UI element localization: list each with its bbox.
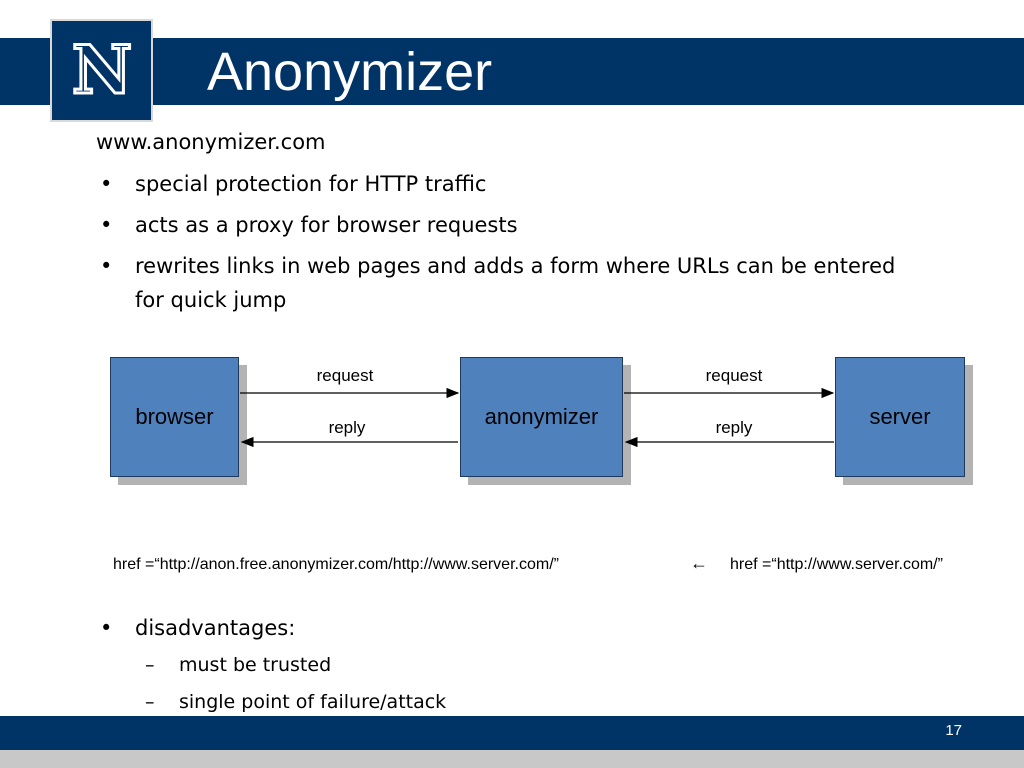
bullet-rewrites-links: rewrites links in web pages and adds a f… bbox=[135, 254, 896, 278]
sub-bullet-marker: – bbox=[145, 691, 155, 713]
bullet-marker: • bbox=[100, 616, 113, 640]
disadvantages-heading: disadvantages: bbox=[135, 616, 296, 640]
request-label-left: request bbox=[316, 366, 374, 385]
n-logo-icon: N bbox=[70, 37, 133, 105]
slide-title: Anonymizer bbox=[207, 42, 493, 102]
logo-letter: N bbox=[71, 37, 131, 105]
bullet-marker: • bbox=[100, 213, 113, 237]
anonymizer-node: anonymizer bbox=[460, 357, 623, 477]
browser-node: browser bbox=[110, 357, 239, 477]
bullet-marker: • bbox=[100, 172, 113, 196]
bullet-http-protection: special protection for HTTP traffic bbox=[135, 172, 487, 196]
href-original: href =“http://www.server.com/” bbox=[730, 556, 943, 573]
footer-band bbox=[0, 716, 1024, 750]
bullet-rewrites-links-cont: for quick jump bbox=[135, 288, 287, 312]
reply-label-right: reply bbox=[715, 418, 753, 437]
href-rewritten: href =“http://anon.free.anonymizer.com/h… bbox=[113, 556, 559, 573]
university-logo: N bbox=[50, 19, 153, 122]
sub-bullet-marker: – bbox=[145, 654, 155, 676]
bullet-proxy: acts as a proxy for browser requests bbox=[135, 213, 518, 237]
page-number: 17 bbox=[945, 722, 962, 739]
footer-gray-strip bbox=[0, 750, 1024, 768]
sub-bullet-trusted: must be trusted bbox=[179, 654, 332, 676]
header-band bbox=[0, 38, 1024, 105]
left-arrow-icon: ← bbox=[690, 553, 708, 573]
url-line: www.anonymizer.com bbox=[96, 130, 326, 154]
request-label-right: request bbox=[705, 366, 763, 385]
sub-bullet-single-point: single point of failure/attack bbox=[179, 691, 447, 713]
bullet-marker: • bbox=[100, 254, 113, 278]
reply-label-left: reply bbox=[328, 418, 366, 437]
server-node: server bbox=[835, 357, 965, 477]
